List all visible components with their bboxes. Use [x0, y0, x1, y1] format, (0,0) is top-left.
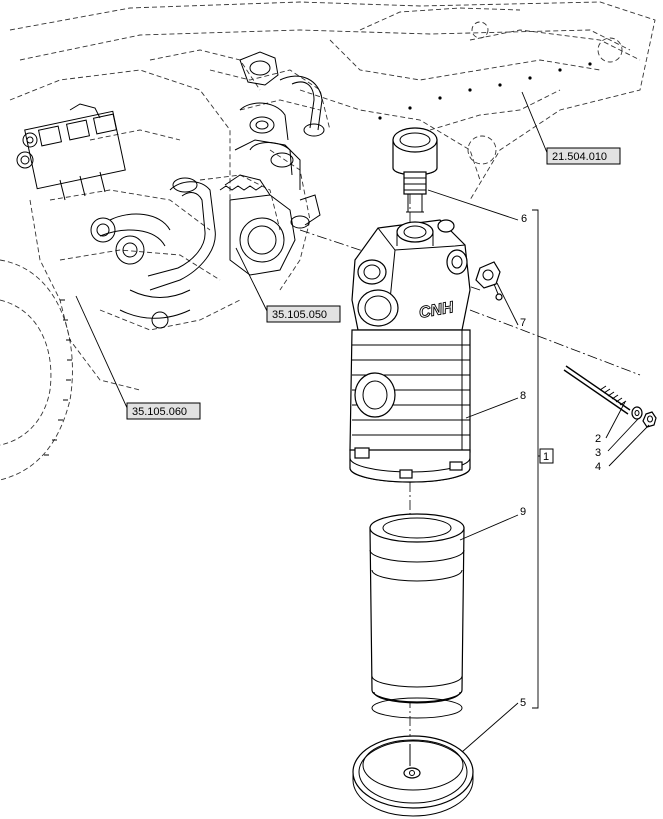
reference-35-105-050[interactable]: 35.105.050 [266, 305, 341, 323]
frame-rivets [378, 62, 592, 120]
reference-label: 21.504.010 [552, 151, 607, 163]
drain-screw-part [475, 261, 503, 301]
reference-21-504-010[interactable]: 21.504.010 [546, 147, 621, 165]
filter-element-part [369, 513, 465, 719]
filter-cap-part [392, 127, 438, 213]
pump-assembly [224, 139, 301, 276]
callout-2: 2 [595, 433, 601, 445]
callout-8: 8 [520, 390, 526, 402]
assembly-bracket: 1 [532, 209, 554, 709]
leader-lines [75, 91, 650, 753]
callout-4: 4 [595, 461, 601, 473]
hydraulic-valve-block [16, 103, 126, 201]
housing-logo-text: CNH [418, 299, 456, 322]
oil-pipes [90, 177, 216, 329]
callout-5: 5 [520, 697, 526, 709]
reference-35-105-060[interactable]: 35.105.060 [126, 402, 201, 420]
callout-6: 6 [521, 213, 527, 225]
chassis-background [0, 1, 656, 481]
callout-1: 1 [543, 451, 549, 463]
filter-housing-part: CNH [349, 219, 471, 483]
bottom-cover-part [352, 735, 474, 817]
reference-label: 35.105.050 [272, 309, 327, 321]
bolt-washer-nut-parts [563, 365, 657, 428]
callout-9: 9 [520, 506, 526, 518]
callout-numbers: 6 7 8 9 5 2 3 4 [520, 213, 601, 709]
callout-3: 3 [595, 447, 601, 459]
reference-label: 35.105.060 [132, 406, 187, 418]
callout-7: 7 [520, 317, 526, 329]
upper-hose-fittings [239, 51, 325, 229]
